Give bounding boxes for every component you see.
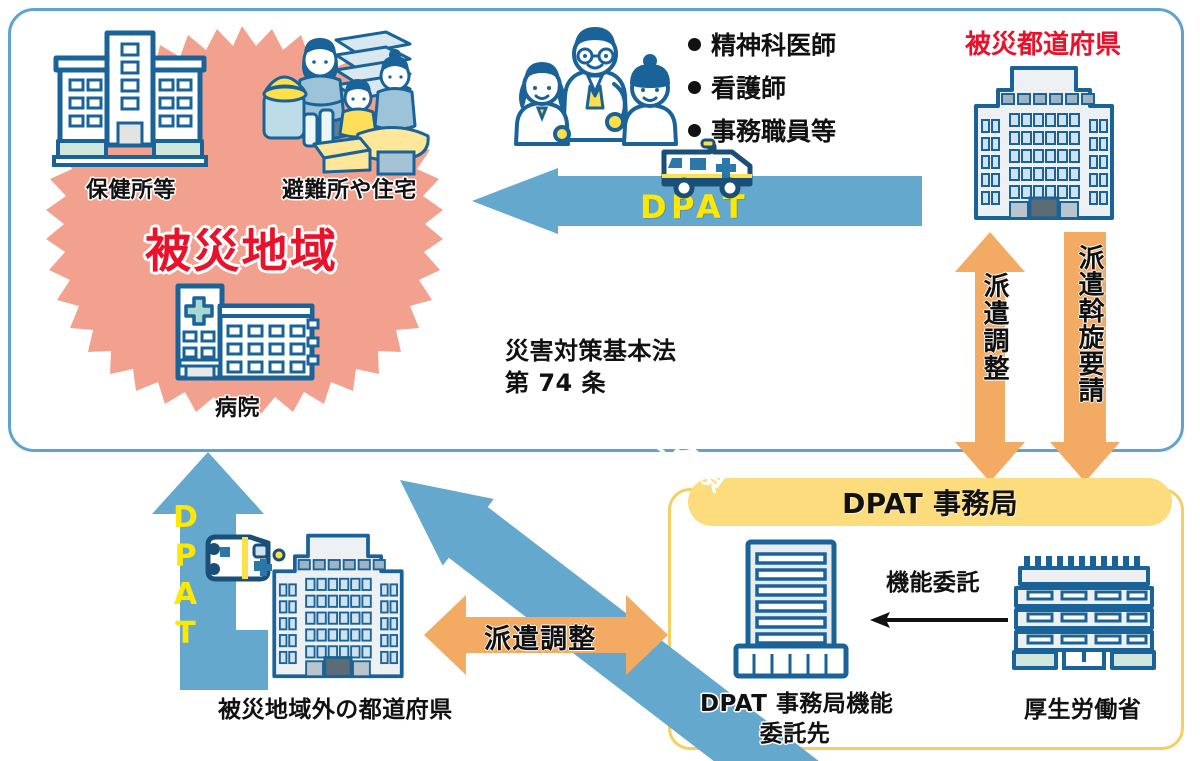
label-health-center: 保健所等 xyxy=(86,178,176,203)
member-label: 精神科医師 xyxy=(711,31,837,60)
arrow-dispatch-request xyxy=(400,230,940,761)
government-building-icon xyxy=(968,62,1120,222)
law-note-line2: 第 74 条 xyxy=(505,368,606,397)
arrow-function-entrust xyxy=(870,610,1008,630)
list-item: 看護師 xyxy=(688,69,836,105)
bullet-dot-icon xyxy=(688,80,701,94)
label-non-affected-prefecture: 被災地域外の都道府県 xyxy=(218,697,453,723)
member-label: 看護師 xyxy=(711,74,787,103)
disaster-area-title: 被災地域 xyxy=(145,224,339,278)
label-shelter-home: 避難所や住宅 xyxy=(282,178,417,203)
arrow-label-coordination-vertical: 派遣調整 xyxy=(979,272,1009,383)
evacuees-icon xyxy=(258,22,438,176)
tower-building-icon xyxy=(730,538,852,680)
arrow-label-dpat-up: DPAT xyxy=(168,500,203,655)
label-hospital: 病院 xyxy=(215,396,260,421)
label-jimukyoku-entrustee-line2: 委託先 xyxy=(759,720,831,747)
arrow-label-mediation-request: 派遣斡旋要請 xyxy=(1074,244,1104,404)
arrow-dpat-dispatch-in xyxy=(472,168,922,234)
bullet-dot-icon xyxy=(688,123,701,137)
list-item: 精神科医師 xyxy=(688,26,836,62)
hospital-icon xyxy=(170,280,320,390)
office-building-icon xyxy=(50,28,210,173)
dpat-member-list: 精神科医師 看護師 事務職員等 xyxy=(688,26,836,155)
medical-staff-icon xyxy=(514,22,684,146)
label-jimukyoku-entrustee-line1: DPAT 事務局機能 xyxy=(700,691,894,717)
arrow-coordination-horizontal xyxy=(424,595,668,675)
label-affected-prefecture: 被災都道府県 xyxy=(965,30,1122,60)
bullet-dot-icon xyxy=(688,37,701,51)
law-note-line1: 災害対策基本法 xyxy=(505,337,677,365)
list-item: 事務職員等 xyxy=(688,112,836,148)
arrow-coordination-vertical xyxy=(955,232,1025,482)
label-mhlw: 厚生労働省 xyxy=(1024,697,1142,723)
ambulance-icon xyxy=(656,134,760,199)
ministry-building-icon xyxy=(1006,550,1162,672)
government-building-icon xyxy=(258,530,418,680)
arrow-label-coordination-horizontal: 派遣調整 xyxy=(484,624,597,655)
arrow-mediation-request xyxy=(1050,232,1120,482)
ambulance-icon xyxy=(204,523,286,585)
jimukyoku-header-label: DPAT 事務局 xyxy=(842,487,1018,520)
member-label: 事務職員等 xyxy=(711,117,837,146)
arrow-label-function-entrust: 機能委託 xyxy=(886,570,980,596)
jimukyoku-header-pill: DPAT 事務局 xyxy=(688,478,1172,526)
